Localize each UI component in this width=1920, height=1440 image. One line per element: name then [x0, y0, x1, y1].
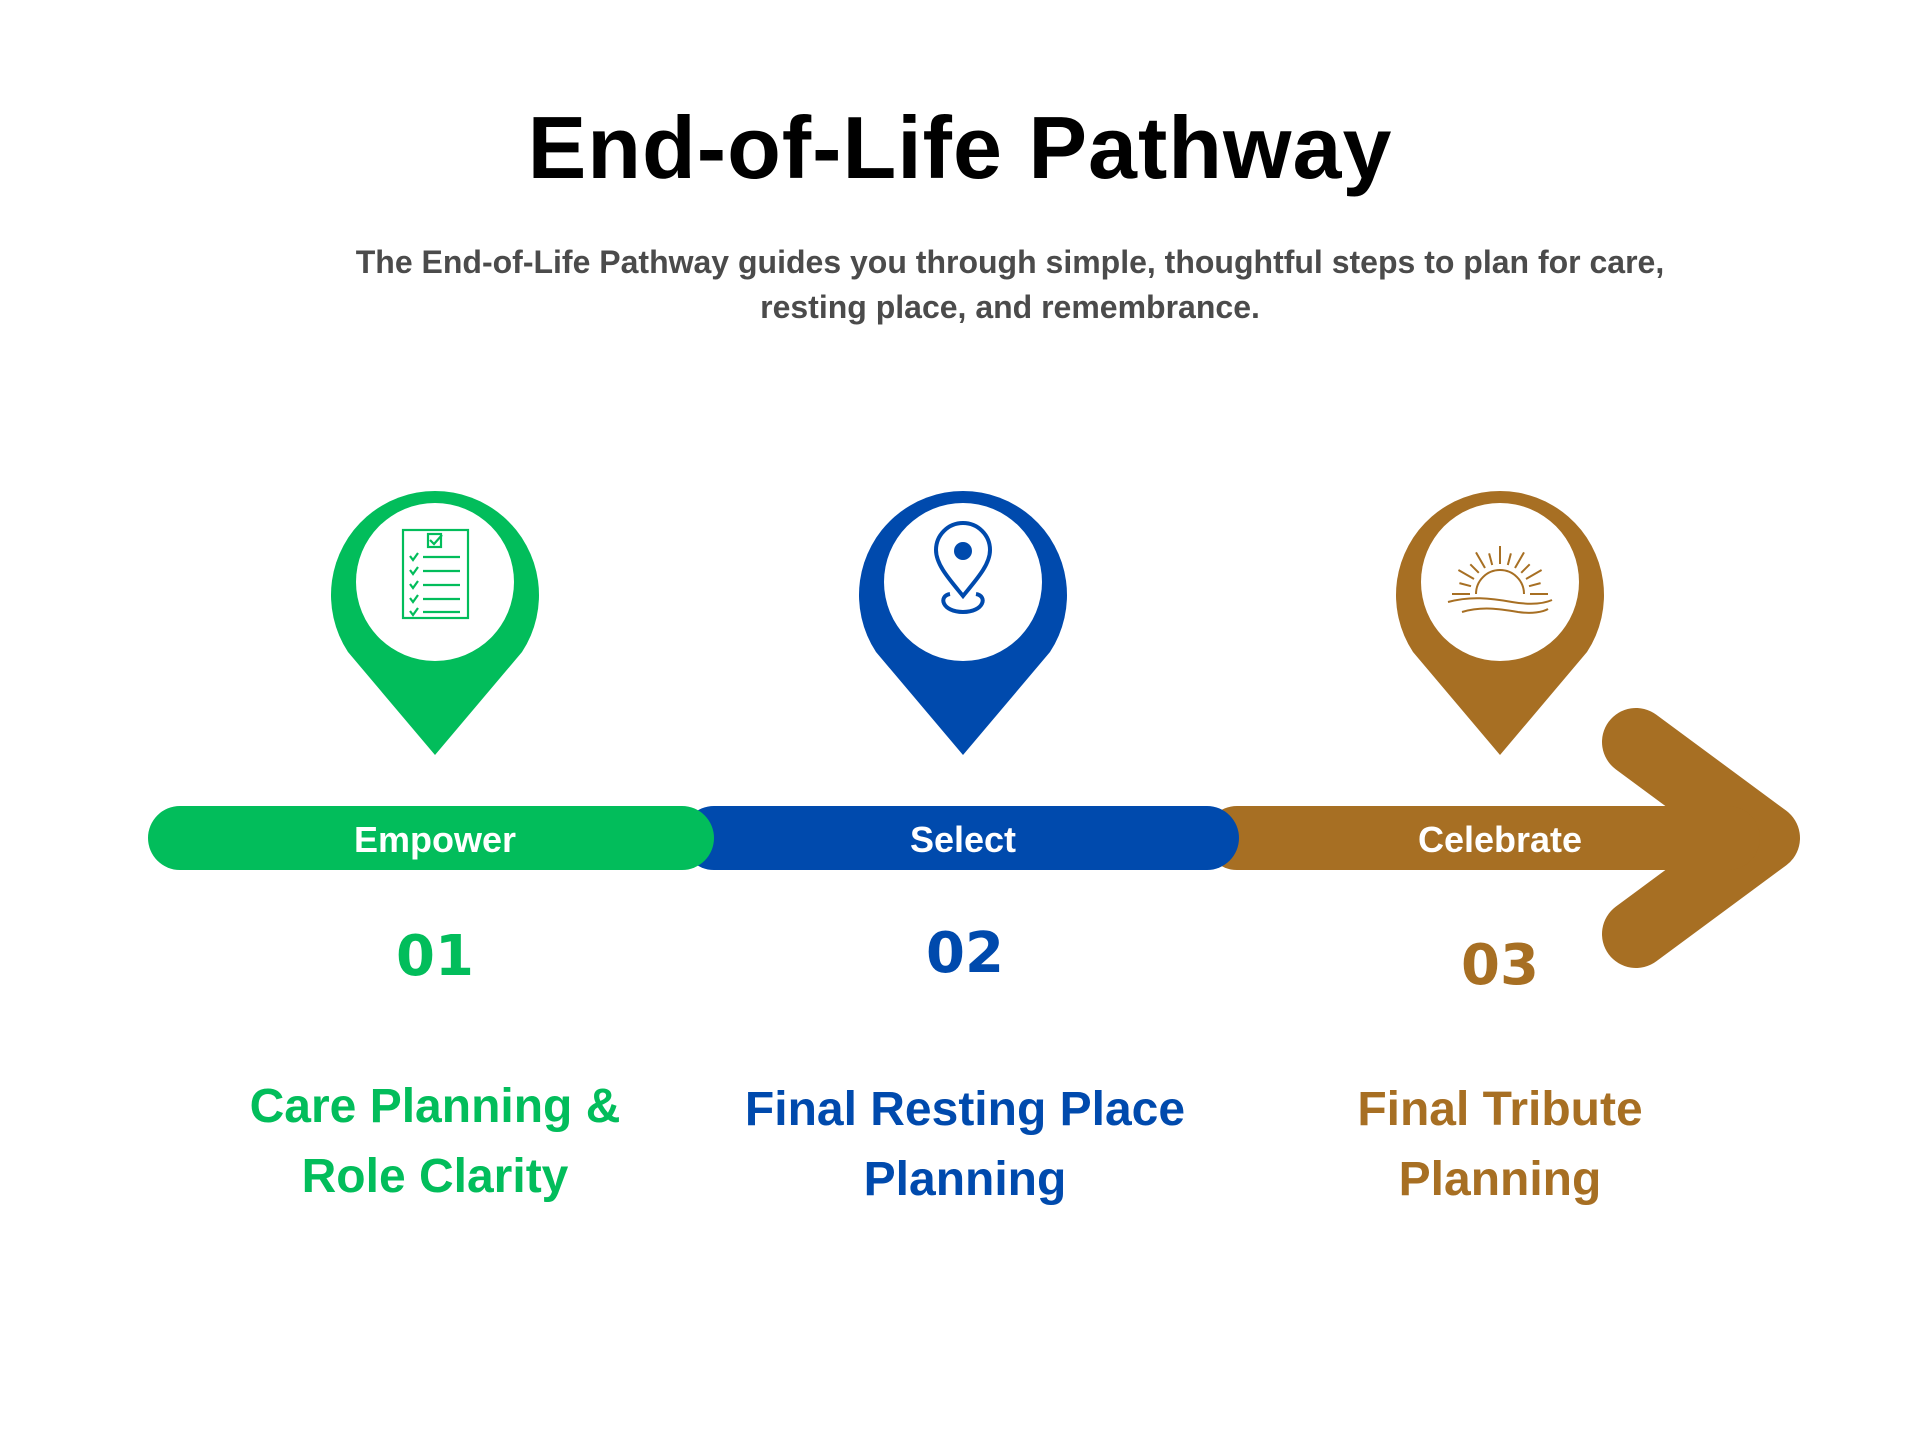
stage-label-celebrate: Celebrate: [1418, 819, 1582, 860]
sun-ray: [1520, 563, 1531, 574]
checklist-icon: [401, 528, 470, 620]
step-title-tribute-line-1: Final Tribute: [1357, 1083, 1642, 1136]
map-pin-empower: [331, 491, 540, 755]
sun-ray: [1475, 551, 1486, 569]
sun-ray: [1469, 563, 1480, 574]
sun-ray: [1457, 569, 1475, 580]
page-title: End-of-Life Pathway: [527, 98, 1393, 197]
stage-label-empower: Empower: [354, 819, 516, 860]
step-title-tribute-line-2: Planning: [1399, 1153, 1602, 1206]
bar-segment-select: [682, 806, 1239, 870]
step-number-01: 01: [396, 924, 474, 989]
sun-ray: [1514, 551, 1525, 569]
sun-ray: [1488, 553, 1494, 566]
bar-segment-celebrate: [1205, 806, 1760, 870]
location-pin-icon: [933, 521, 993, 615]
sun-ray: [1528, 582, 1541, 588]
bar-segment-empower: [148, 806, 714, 870]
stage-label-select: Select: [910, 819, 1016, 860]
sun-ray: [1506, 553, 1512, 566]
step-number-03: 03: [1461, 933, 1539, 998]
sunset-icon: [1447, 546, 1553, 614]
sun-ray: [1459, 582, 1472, 588]
step-title-resting-line-1: Final Resting Place: [745, 1083, 1185, 1136]
page-subtitle: The End-of-Life Pathway guides you throu…: [355, 244, 1665, 325]
step-title-care-line-2: Role Clarity: [302, 1150, 569, 1203]
map-pin-celebrate: [1396, 491, 1604, 755]
step-number-02: 02: [926, 921, 1004, 986]
arrow-head: [1602, 708, 1800, 968]
progress-bar: [148, 806, 1760, 870]
step-title-resting-line-2: Planning: [864, 1153, 1067, 1206]
map-pin-select: [859, 491, 1068, 755]
step-title-care-line-1: Care Planning &: [250, 1080, 621, 1133]
sun-ray: [1525, 569, 1543, 580]
